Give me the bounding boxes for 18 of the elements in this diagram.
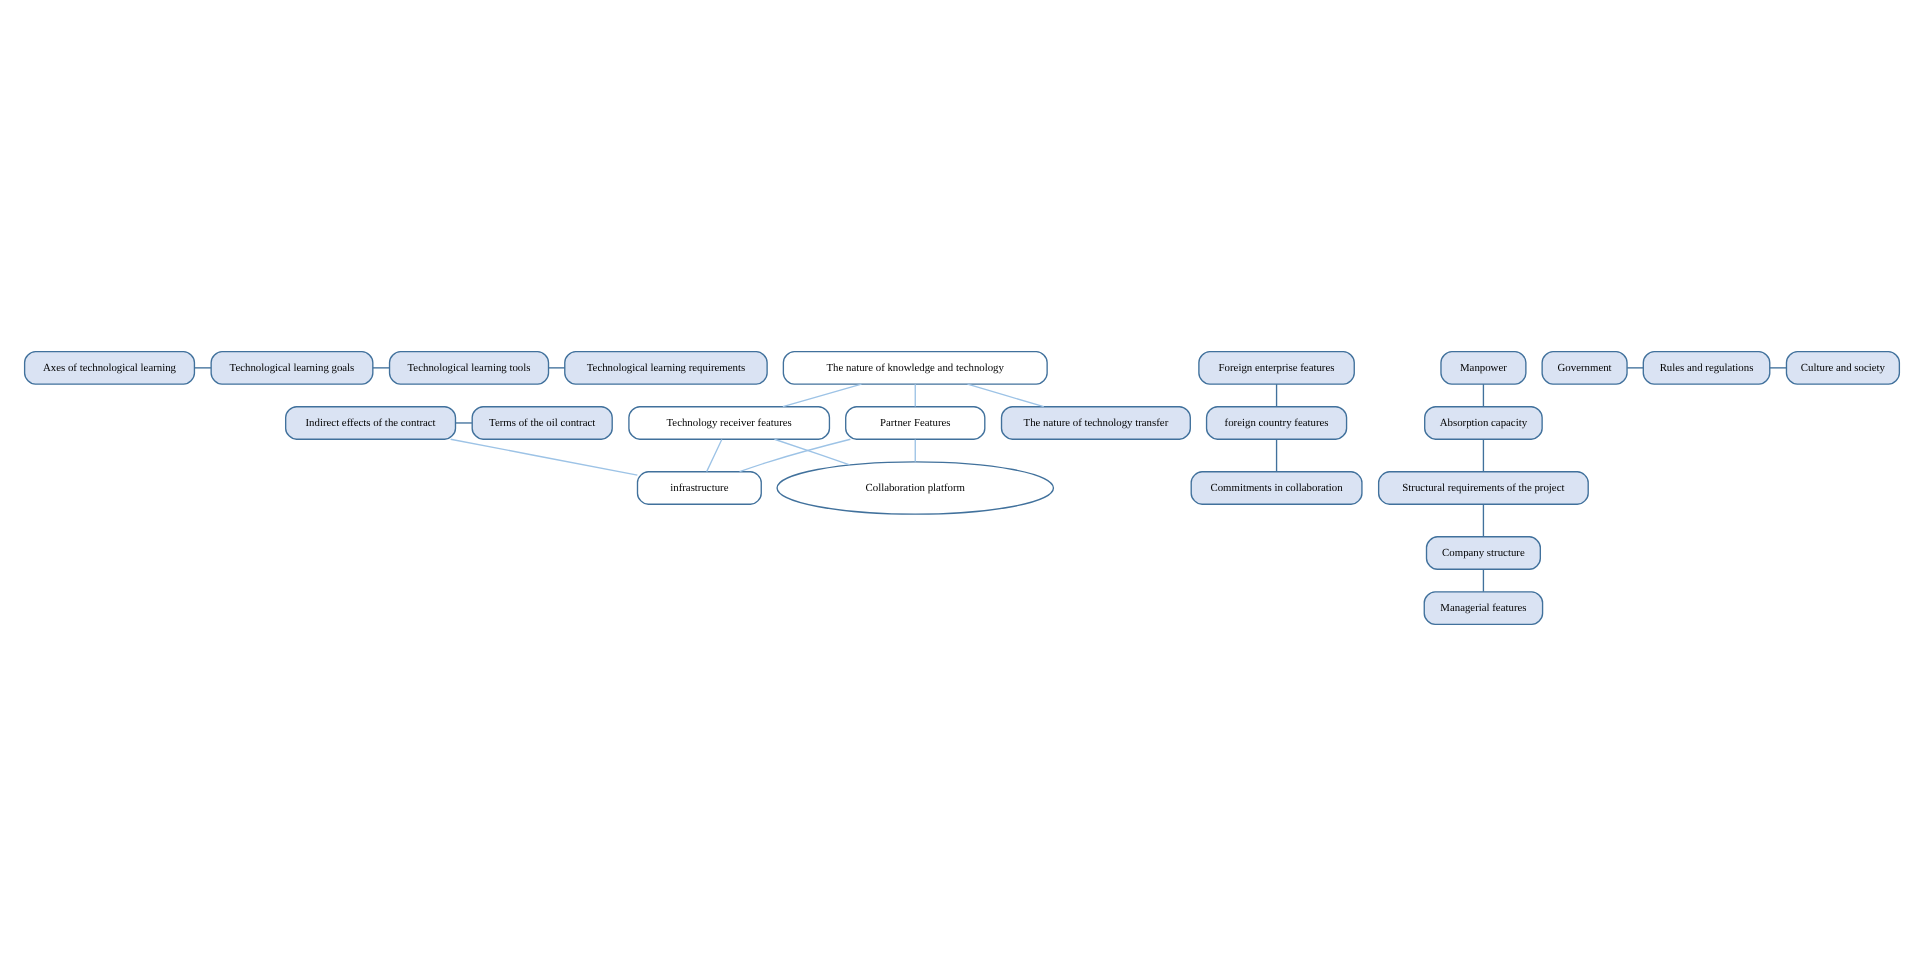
connector <box>1275 437 1278 472</box>
connector <box>449 437 639 475</box>
connector <box>1626 366 1644 368</box>
connector <box>194 366 212 368</box>
connector <box>773 437 851 465</box>
connector <box>705 437 723 472</box>
connector <box>1482 437 1485 472</box>
connector <box>1482 567 1485 592</box>
connector <box>738 437 852 472</box>
connector <box>914 437 916 462</box>
connector <box>455 421 473 423</box>
connector <box>547 366 566 368</box>
connector <box>1482 502 1485 537</box>
connector <box>914 382 916 407</box>
connector <box>1275 382 1278 407</box>
connector <box>1769 366 1788 368</box>
connector <box>1482 382 1485 407</box>
connector <box>372 366 391 368</box>
